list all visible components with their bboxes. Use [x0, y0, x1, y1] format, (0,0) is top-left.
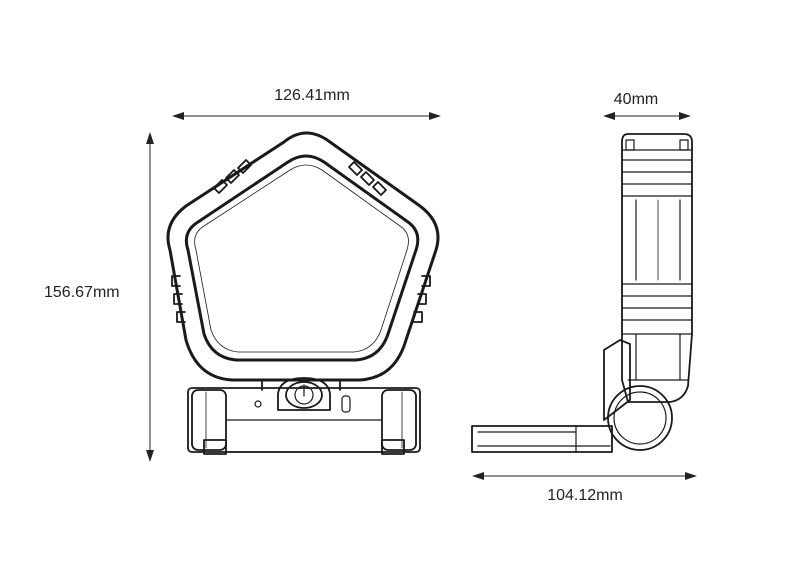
width-label: 126.41mm — [274, 87, 350, 104]
power-button[interactable] — [277, 377, 331, 411]
height-label: 156.67mm — [44, 284, 120, 301]
depth-dimension: 40mm — [603, 91, 691, 120]
usb-port[interactable] — [341, 395, 351, 413]
grip-ribs-lower-left — [171, 275, 186, 323]
base-length-label: 104.12mm — [547, 487, 623, 504]
stand-plate — [471, 425, 613, 453]
lens-inner-edge — [194, 164, 409, 353]
front-view — [166, 131, 440, 455]
side-body — [621, 133, 693, 403]
hinge-roller — [607, 385, 673, 451]
height-dimension: 156.67mm — [44, 132, 154, 462]
grip-ribs-lower-right — [413, 275, 431, 323]
indicator-light — [254, 400, 262, 408]
lamp-outer-frame — [166, 131, 440, 382]
side-view — [471, 133, 693, 453]
side-top-ribs — [621, 139, 693, 197]
lamp-lens — [184, 154, 420, 362]
width-dimension: 126.41mm — [172, 87, 441, 120]
lamp-base — [187, 387, 421, 455]
grip-ribs-upper-left — [213, 159, 252, 194]
depth-label: 40mm — [614, 91, 658, 108]
grip-ribs-upper-right — [348, 161, 387, 196]
side-lower-ribs — [621, 283, 693, 335]
base-length-dimension: 104.12mm — [472, 472, 697, 504]
hinge-bracket — [603, 339, 631, 421]
side-center-panel — [635, 199, 681, 281]
